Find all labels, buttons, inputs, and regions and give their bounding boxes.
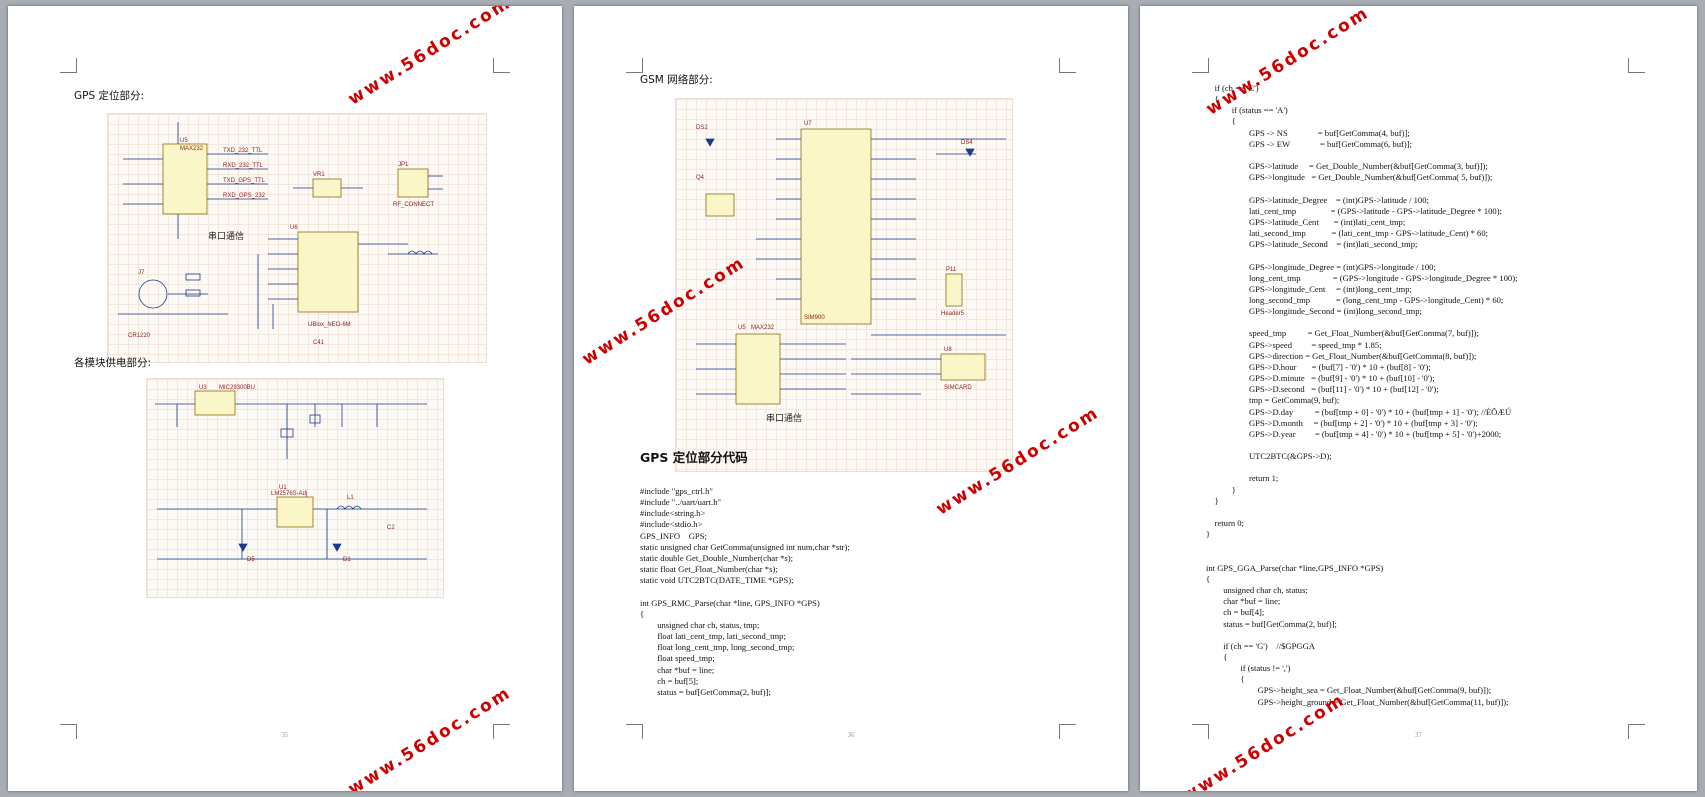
- crop-mark: [493, 58, 510, 73]
- svg-text:RXD_GPS_232: RXD_GPS_232: [223, 193, 266, 199]
- crop-mark: [1192, 724, 1209, 739]
- crop-mark: [1059, 724, 1076, 739]
- document-page-37: if (ch == 'C') { if (status == 'A') { GP…: [1140, 6, 1697, 791]
- svg-text:L1: L1: [347, 495, 354, 501]
- svg-text:UBlox_NEO-6M: UBlox_NEO-6M: [308, 322, 351, 328]
- crop-mark: [60, 58, 77, 73]
- crop-mark: [1628, 58, 1645, 73]
- code-block: if (ch == 'C') { if (status == 'A') { GP…: [1206, 83, 1518, 707]
- svg-text:CR1220: CR1220: [128, 333, 151, 339]
- svg-text:RF_CONNECT: RF_CONNECT: [393, 202, 434, 208]
- page-number: 37: [1415, 731, 1422, 739]
- serial-label: 串口通信: [208, 230, 244, 242]
- crop-mark: [60, 724, 77, 739]
- crop-mark: [1628, 724, 1645, 739]
- svg-text:DS2: DS2: [696, 125, 708, 131]
- svg-text:LM2576S-Adj: LM2576S-Adj: [271, 491, 307, 497]
- svg-text:MAX232: MAX232: [751, 325, 775, 331]
- svg-text:Header5: Header5: [941, 311, 965, 317]
- svg-text:P11: P11: [946, 267, 957, 273]
- section-title-gsm: GSM 网络部分:: [640, 74, 713, 86]
- crop-mark: [1192, 58, 1209, 73]
- svg-text:JP1: JP1: [398, 162, 409, 168]
- section-title-power: 各模块供电部分:: [74, 357, 152, 369]
- svg-text:D5: D5: [247, 557, 255, 563]
- code-heading: GPS 定位部分代码: [640, 450, 748, 465]
- svg-text:U3: U3: [199, 385, 207, 391]
- page-number: 36: [847, 731, 855, 739]
- crop-mark: [626, 724, 643, 739]
- svg-text:SIMCARD: SIMCARD: [944, 385, 972, 391]
- svg-text:U8: U8: [944, 347, 952, 353]
- svg-text:C41: C41: [313, 340, 325, 346]
- serial-label: 串口通信: [766, 412, 802, 424]
- svg-text:SIM900: SIM900: [804, 315, 825, 321]
- svg-text:D1: D1: [343, 557, 351, 563]
- svg-text:DS4: DS4: [961, 140, 973, 146]
- svg-text:U5: U5: [180, 138, 188, 144]
- svg-text:U6: U6: [290, 225, 298, 231]
- code-block: #include "gps_ctrl.h" #include "../uart/…: [640, 486, 850, 697]
- svg-text:VR1: VR1: [313, 172, 325, 178]
- crop-mark: [1059, 58, 1076, 73]
- svg-text:MAX232: MAX232: [180, 146, 204, 152]
- svg-text:RXD_232_TTL: RXD_232_TTL: [223, 163, 264, 169]
- page-number: 35: [281, 731, 289, 739]
- crop-mark: [493, 724, 510, 739]
- svg-text:J7: J7: [138, 270, 145, 276]
- svg-text:C2: C2: [387, 525, 395, 531]
- svg-text:Q4: Q4: [696, 175, 705, 181]
- svg-text:TXD_232_TTL: TXD_232_TTL: [223, 148, 263, 154]
- svg-text:U5: U5: [738, 325, 746, 331]
- svg-text:MIC29300BU: MIC29300BU: [219, 385, 255, 391]
- svg-text:U7: U7: [804, 121, 812, 127]
- svg-text:U1: U1: [279, 485, 287, 491]
- crop-mark: [626, 58, 643, 73]
- svg-text:TXD_GPS_TTL: TXD_GPS_TTL: [223, 178, 266, 184]
- watermark: www.56doc.com: [344, 6, 516, 110]
- section-title-gps: GPS 定位部分:: [74, 90, 145, 102]
